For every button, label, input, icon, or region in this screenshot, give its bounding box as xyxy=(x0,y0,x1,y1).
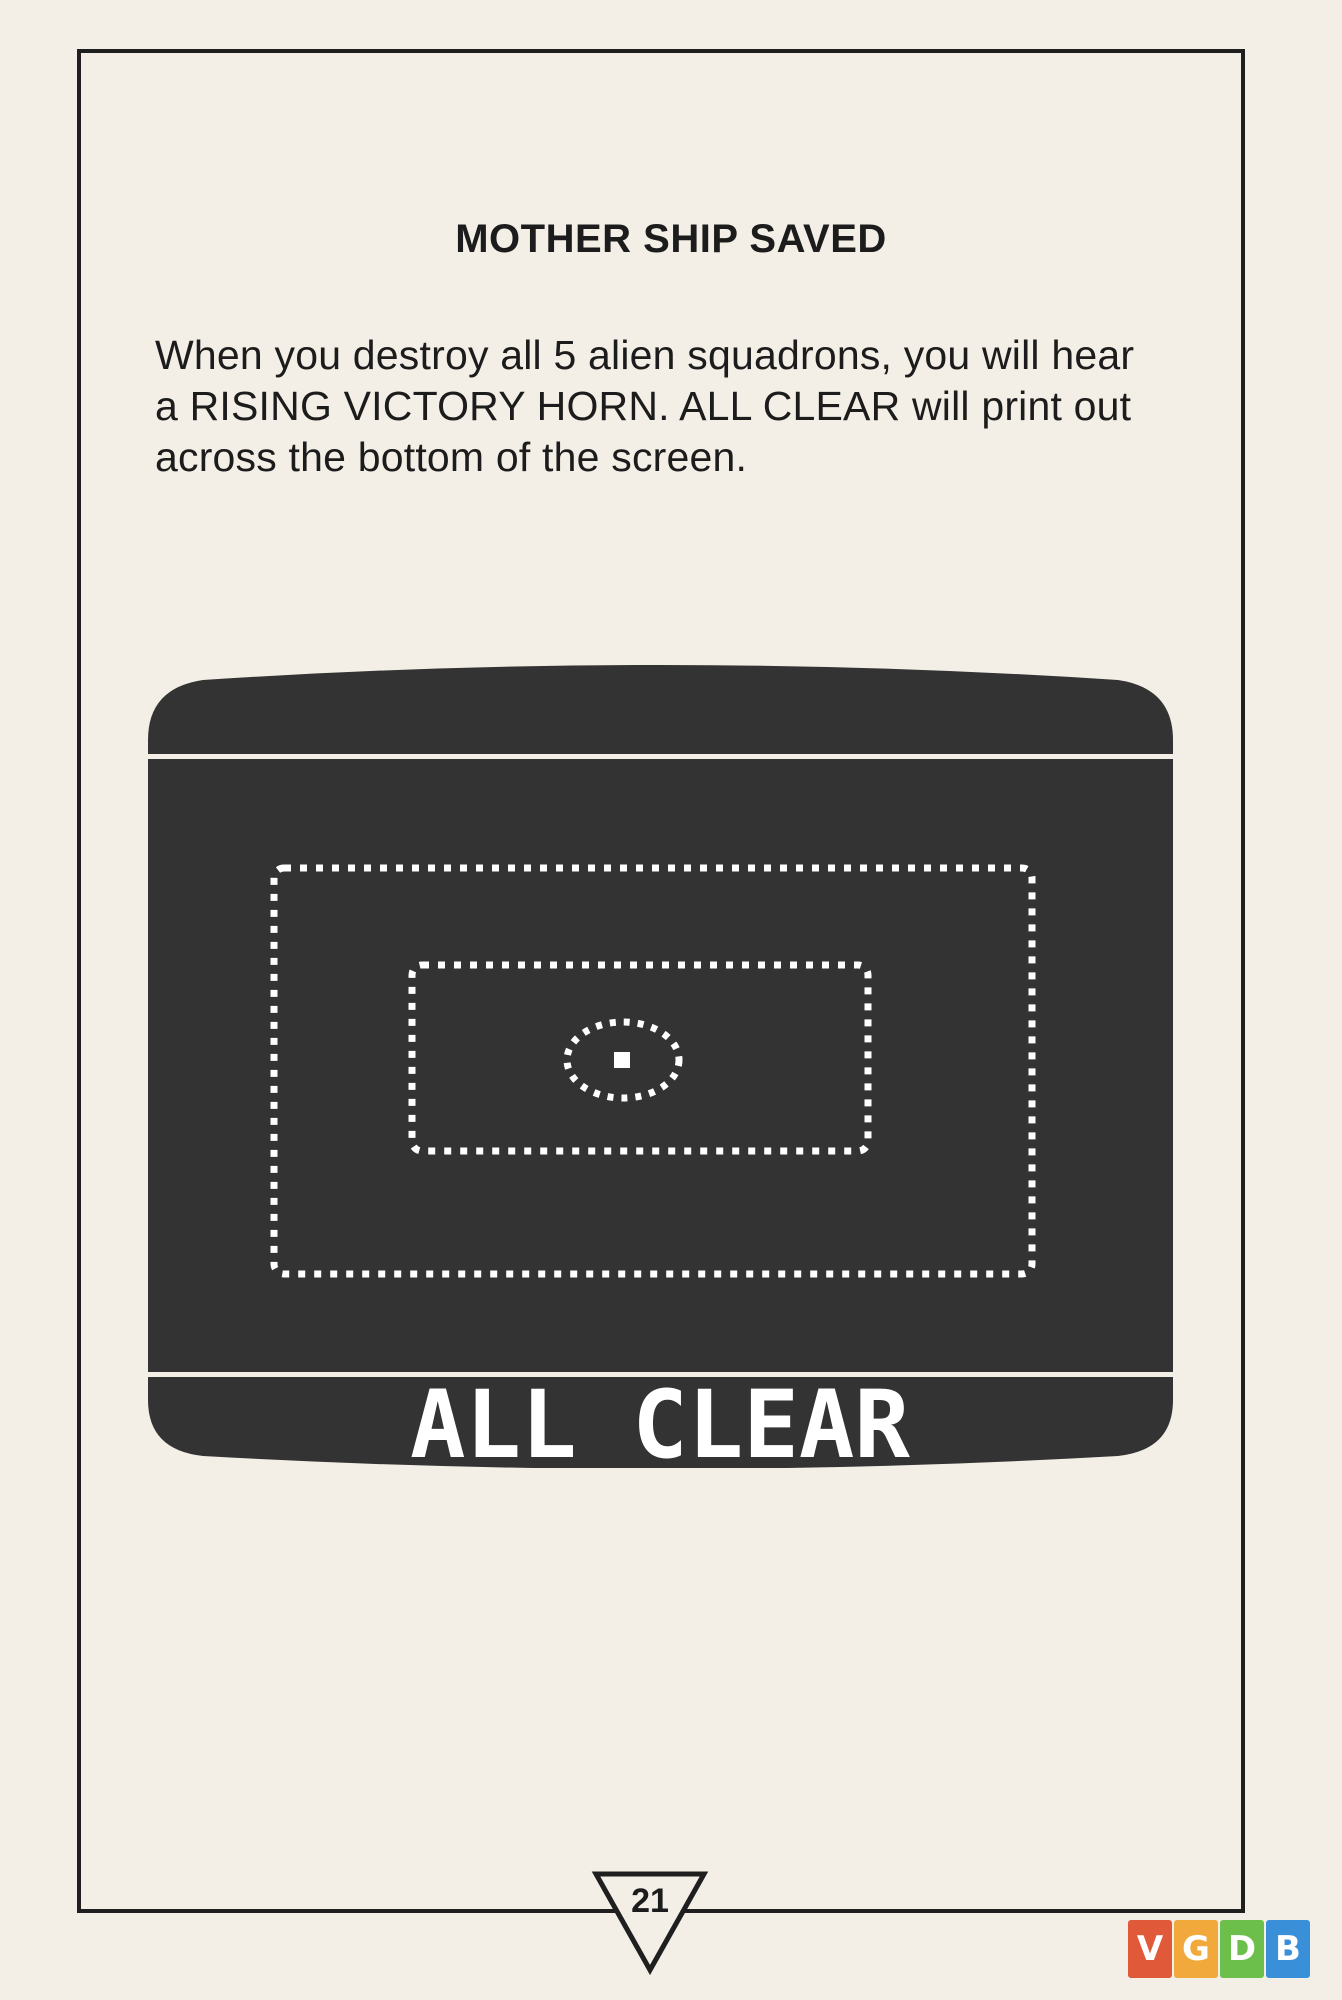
middle-dotted-ring xyxy=(408,961,872,1155)
watermark-letter-g: G xyxy=(1174,1920,1218,1978)
mother-ship-icon xyxy=(614,1052,630,1068)
page-number: 21 xyxy=(631,1882,669,1920)
outer-dotted-ring xyxy=(270,864,1036,1278)
inner-dotted-ring xyxy=(563,1018,683,1102)
watermark-letter-v: V xyxy=(1128,1920,1172,1978)
top-divider-line xyxy=(148,754,1173,759)
bottom-divider-line xyxy=(148,1372,1173,1377)
watermark-letter-b: B xyxy=(1266,1920,1310,1978)
section-paragraph: When you destroy all 5 alien squadrons, … xyxy=(155,332,1135,480)
section-title: MOTHER SHIP SAVED xyxy=(455,217,887,261)
vgdb-watermark: V G D B xyxy=(1128,1920,1310,1978)
tv-screen-illustration: ALL CLEAR xyxy=(143,660,1178,1468)
page-number-triangle xyxy=(591,1871,709,1976)
page-number-marker: 21 xyxy=(590,1866,710,1976)
watermark-letter-d: D xyxy=(1220,1920,1264,1978)
all-clear-banner: ALL CLEAR xyxy=(410,1371,910,1468)
tv-screen-shape xyxy=(148,665,1173,1468)
